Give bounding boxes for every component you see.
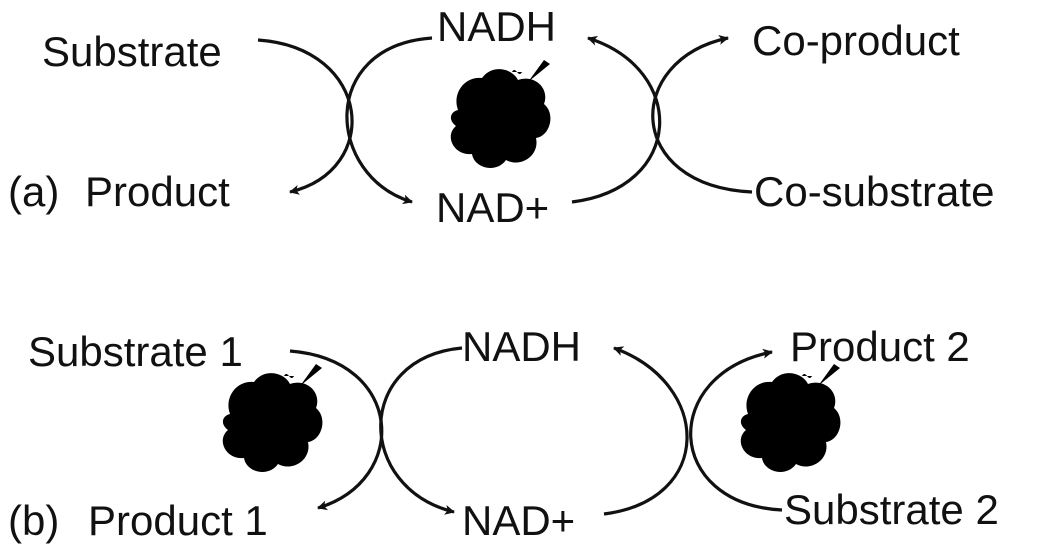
arrow-nad-to-nadh-b	[603, 346, 689, 516]
enzyme-icon	[450, 54, 554, 168]
panel-b: Substrate 1 NADH Product 2 (b) Product 1…	[8, 323, 999, 544]
label-co-substrate: Co-substrate	[754, 168, 994, 215]
label-substrate: Substrate	[42, 28, 222, 75]
panel-b-tag: (b)	[8, 497, 59, 544]
label-product-1: Product 1	[88, 497, 268, 544]
arrow-cosubstrate-to-coproduct	[651, 34, 753, 194]
panel-a: Substrate NADH Co-product (a) Product NA…	[8, 3, 994, 231]
arrow-substrate-to-product	[257, 38, 354, 195]
arrow-nadh-to-nad-b	[379, 346, 463, 515]
enzyme-icon-left	[222, 358, 326, 472]
label-co-product: Co-product	[752, 17, 960, 64]
label-product: Product	[85, 168, 230, 215]
label-nadh: NADH	[437, 3, 556, 50]
panel-a-tag: (a)	[8, 168, 59, 215]
label-substrate-1: Substrate 1	[28, 328, 243, 375]
enzyme-icon-right	[740, 358, 844, 472]
label-substrate-2: Substrate 2	[784, 486, 999, 533]
label-nad-b: NAD+	[462, 497, 575, 544]
arrow-nad-to-nadh	[571, 35, 662, 204]
label-nad: NAD+	[436, 184, 549, 231]
label-nadh-b: NADH	[462, 323, 581, 370]
arrow-substrate2-to-product2	[689, 348, 783, 512]
label-product-2: Product 2	[790, 323, 970, 370]
arrow-nadh-to-nad	[345, 36, 433, 205]
